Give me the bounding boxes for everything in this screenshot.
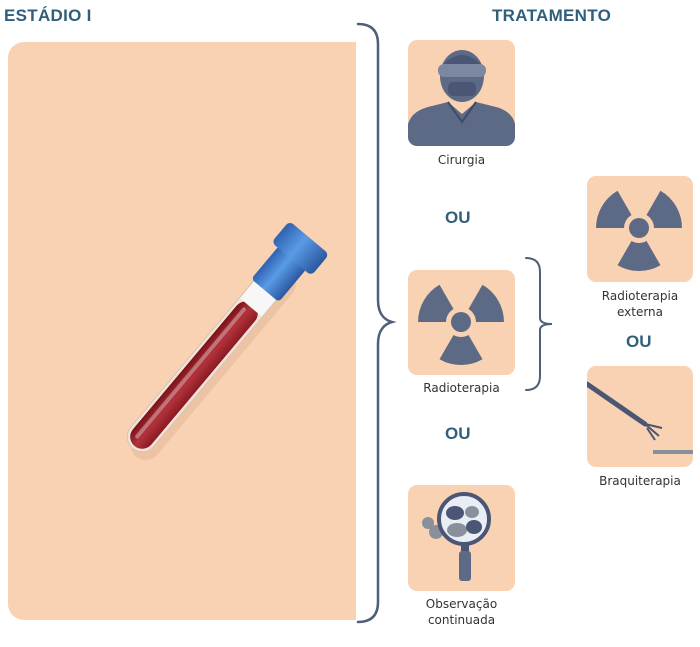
surgery-tile	[408, 40, 515, 146]
radiotherapy-label: Radioterapia	[423, 381, 500, 395]
observation-label: Observação continuada	[396, 596, 527, 628]
brachytherapy-tile	[587, 366, 693, 467]
stage-panel	[8, 42, 356, 620]
brachytherapy-applicator-icon	[587, 381, 693, 454]
or-connector-2: OU	[445, 424, 471, 443]
observation-label-line1: Observação	[425, 597, 498, 611]
or-connector-3: OU	[626, 332, 652, 351]
stage-title: ESTÁDIO I	[4, 6, 92, 25]
brachytherapy-label: Braquiterapia	[599, 474, 681, 488]
radiation-icon	[418, 284, 504, 365]
or-connector-1: OU	[445, 208, 471, 227]
surgeon-icon	[408, 50, 515, 146]
external-radiotherapy-tile	[587, 176, 693, 282]
observation-tile	[408, 485, 515, 591]
external-label-line2: externa	[616, 305, 664, 319]
observation-label-line2: continuada	[427, 613, 496, 627]
external-radiotherapy-label: Radioterapia externa	[580, 288, 700, 320]
blood-tube-icon	[126, 222, 328, 460]
magnifying-glass-icon	[422, 492, 491, 581]
radiation-icon	[596, 190, 682, 271]
radiotherapy-tile	[408, 270, 515, 375]
external-label-line1: Radioterapia	[601, 289, 679, 303]
surgery-label: Cirurgia	[437, 153, 486, 167]
treatment-title: TRATAMENTO	[492, 6, 612, 25]
